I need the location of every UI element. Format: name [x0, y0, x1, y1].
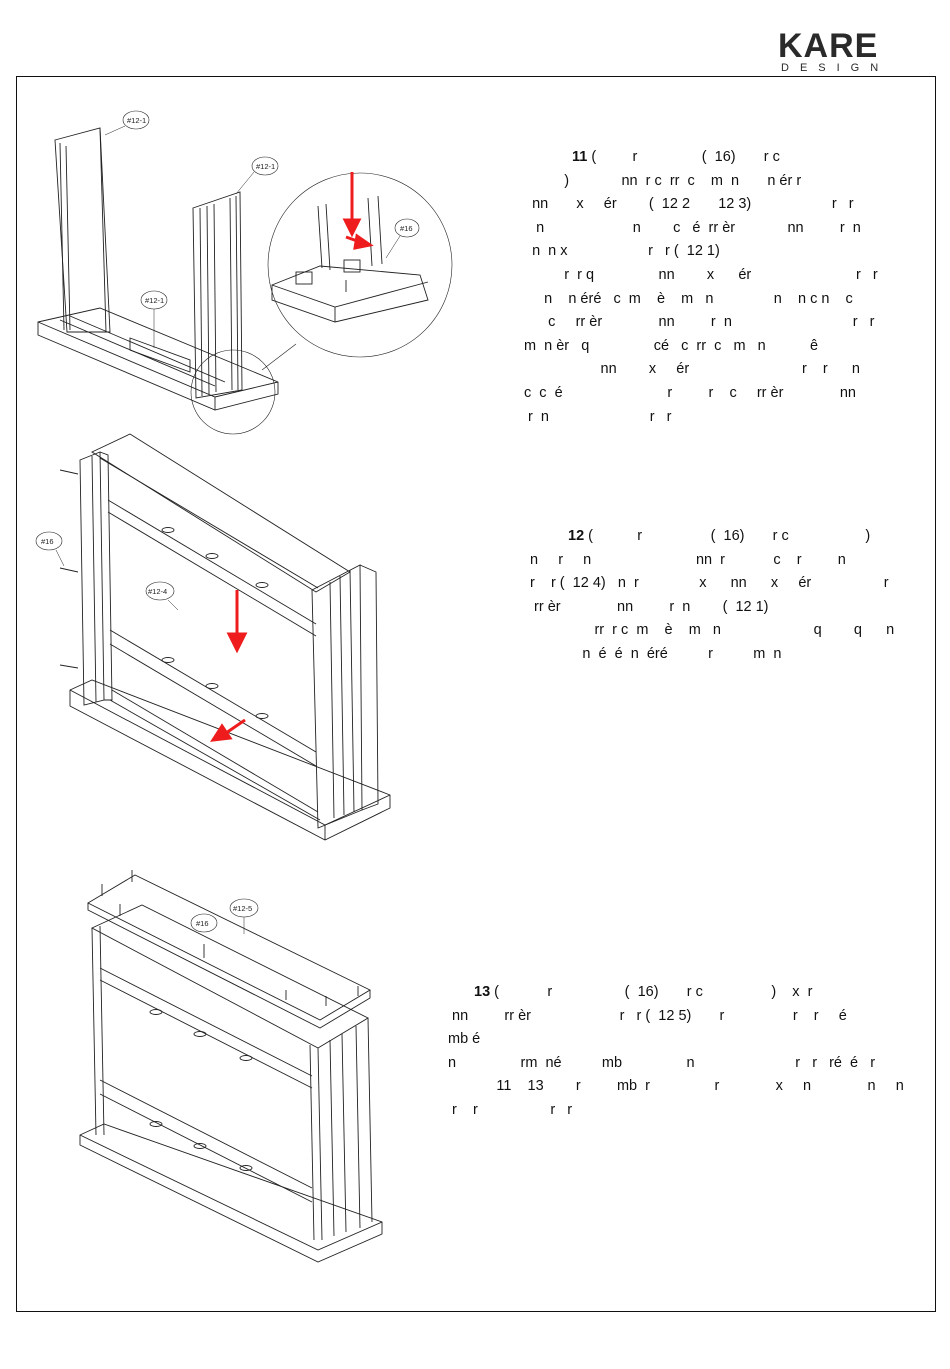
figure-step-11 [37, 110, 453, 435]
step-12-instructions: 12 ( r ( 16) r c ) n r n nn r c r n r r … [530, 525, 915, 667]
callout-fig1-middle: #12-1 [145, 296, 164, 305]
step-11-instructions: 11 ( r ( 16) r c ) nn r c rr c m n n ér … [524, 146, 914, 429]
step-13-instructions: 13 ( r ( 16) r c ) x r nn rr èr r r ( 12… [448, 981, 914, 1123]
step-12-number: 12 [568, 528, 585, 544]
brand-tagline: DESIGN [781, 62, 890, 74]
callout-fig1-top-left: #12-1 [127, 116, 146, 125]
arrows-step-12 [210, 590, 248, 742]
figure-step-12 [35, 433, 391, 841]
figure-step-13 [79, 870, 383, 1263]
callout-fig3-screw: #16 [196, 919, 209, 928]
brand-name: KARE [778, 27, 879, 65]
step-12-text: ( r ( 16) r c ) n r n nn r c r n r r ( 1… [530, 528, 895, 662]
arrows-step-11 [342, 172, 374, 250]
step-13-number: 13 [474, 984, 491, 1000]
callout-fig1-top-right: #12-1 [256, 162, 275, 171]
callout-fig3-panel: #12-5 [233, 904, 252, 913]
callout-fig2-panel: #12-4 [148, 587, 167, 596]
step-11-number: 11 [572, 149, 588, 165]
callout-fig2-left: #16 [41, 537, 54, 546]
step-11-text: ( r ( 16) r c ) nn r c rr c m n n ér r n… [524, 149, 878, 425]
callout-fig1-detail: #16 [400, 224, 413, 233]
step-13-text: ( r ( 16) r c ) x r nn rr èr r r ( 12 5)… [448, 984, 904, 1118]
page-frame [16, 76, 936, 1312]
brand-logo: KARE DESIGN [778, 27, 912, 74]
